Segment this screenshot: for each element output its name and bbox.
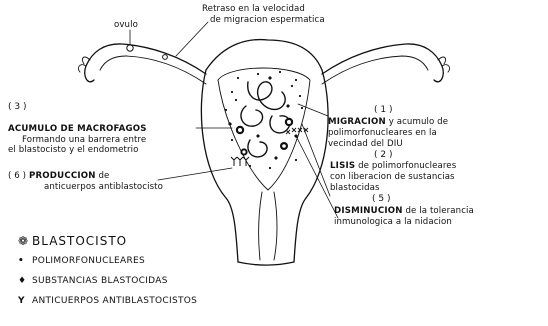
macrofagos-line3: el blastocisto y el endometrio: [8, 145, 138, 155]
produccion-label: ( 6 ) PRODUCCION de: [8, 171, 109, 181]
antibodies: [231, 157, 249, 166]
number-3: ( 3 ): [8, 102, 26, 112]
macrofagos-title: ACUMULO DE MACROFAGOS: [8, 124, 147, 134]
polymorphonuclear-dot-icon: •: [18, 256, 32, 267]
uterus-left-wall: [201, 70, 238, 262]
leader-lisis: [302, 124, 330, 196]
left-fimbriae: [78, 57, 90, 72]
ovum: [127, 45, 133, 51]
legend-item-substancias: ♦SUBSTANCIAS BLASTOCIDAS: [18, 276, 168, 287]
migracion-label: MIGRACION y acumulo de: [328, 117, 448, 127]
ovulo-label: ovulo: [114, 20, 138, 30]
legend-item-polimorfonucleares: •POLIMORFONUCLEARES: [18, 256, 145, 267]
cervical-canal: [259, 192, 277, 260]
blastocidal-substance-icon: ♦: [18, 276, 32, 287]
speed-delay-label-line1: Retraso en la velocidad: [202, 4, 305, 14]
legend-item-blastocisto: ❁BLASTOCISTO: [18, 236, 127, 247]
migracion-line2: polimorfonucleares en la: [328, 128, 437, 138]
produccion-line2: anticuerpos antiblastocisto: [44, 182, 163, 192]
uterus-outline: [206, 40, 322, 70]
leader-top: [176, 22, 208, 56]
number-2: ( 2 ): [374, 150, 392, 160]
leader-migracion: [298, 104, 328, 116]
uterine-cavity: [218, 68, 310, 190]
ovum-migrating: [163, 55, 168, 60]
left-fallopian-tube: [85, 44, 206, 82]
disminucion-line2: inmunologica a la nidacion: [334, 217, 452, 227]
cervix-bottom: [238, 262, 294, 265]
left-tube-inner: [100, 56, 206, 84]
number-5: ( 5 ): [372, 194, 390, 204]
right-tube-inner: [322, 56, 428, 84]
migracion-line3: vecindad del DIU: [328, 139, 403, 149]
lisis-line2: con liberacion de sustancias: [330, 172, 455, 182]
speed-delay-label-line2: de migracion espermatica: [210, 15, 325, 25]
leader-produccion: [158, 168, 232, 180]
right-fimbriae: [438, 57, 450, 72]
number-1: ( 1 ): [374, 105, 392, 115]
lisis-line3: blastocidas: [330, 183, 380, 193]
lysis-marks: [286, 128, 308, 134]
antibody-icon: Y: [18, 296, 32, 307]
right-fallopian-tube: [322, 44, 443, 82]
lisis-label: LISIS de polimorfonucleares: [330, 161, 456, 171]
blastocyst-icon: ❁: [18, 236, 32, 247]
macrofagos-line2: Formando una barrera entre: [22, 135, 146, 145]
disminucion-label: DISMINUCION de la tolerancia: [334, 206, 474, 216]
